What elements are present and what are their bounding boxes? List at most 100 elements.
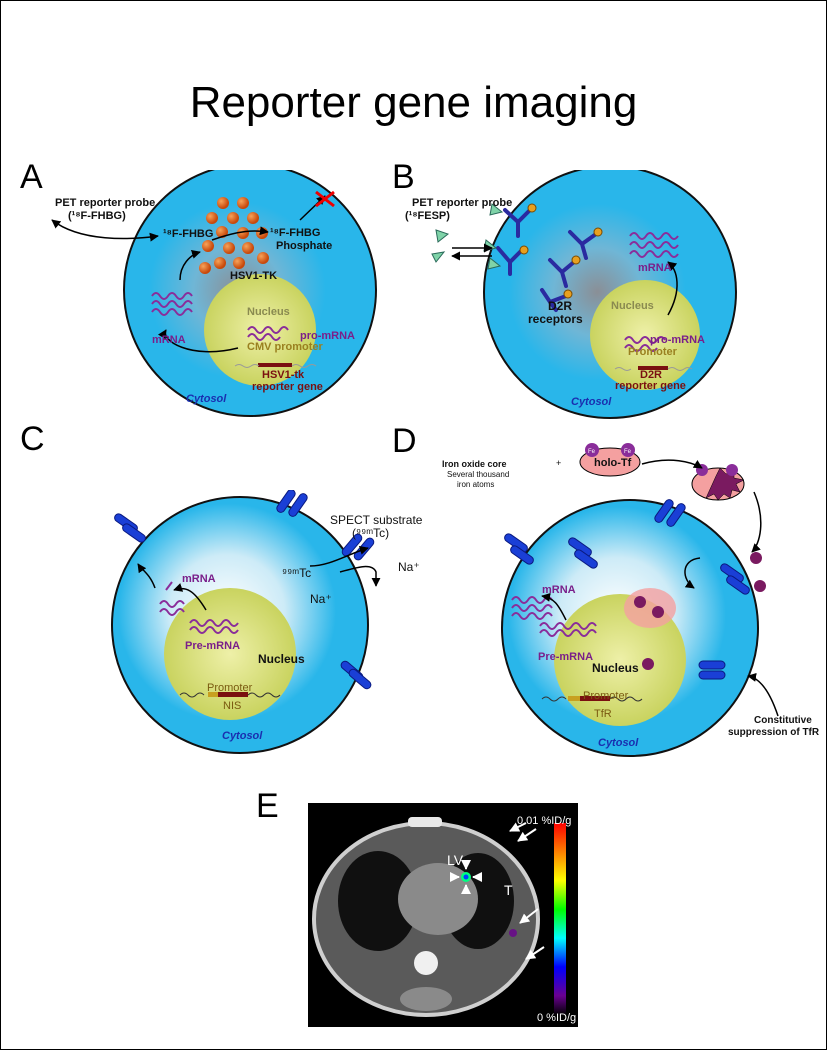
arrow-translation-b [667, 261, 678, 316]
substrate-label-c1: SPECT substrate [330, 513, 423, 527]
promoter-label-d: Promoter [583, 690, 629, 702]
ct-arrows [450, 822, 545, 960]
mrna-label-b: mRNA [638, 262, 672, 274]
promoter-label-b: Promoter [628, 346, 677, 358]
panel-b-letter: B [392, 158, 415, 196]
arrow-binding-d [751, 491, 762, 553]
pro-mrna-squiggle-b [624, 336, 666, 352]
promoter-label-a: CMV promoter [247, 341, 323, 353]
pre-mrna-squiggle-d [539, 622, 597, 637]
suppression-label-d2: suppression of TfR [728, 727, 820, 738]
endosome-d [624, 588, 676, 628]
suppression-label-d1: Constitutive [754, 715, 812, 726]
panel-b-diagram [431, 170, 737, 419]
pre-mrna-label-d: Pre-mRNA [538, 651, 594, 663]
core-label-d3: iron atoms [457, 480, 495, 489]
arrow-translation-d [541, 592, 567, 621]
lv-label: LV [447, 852, 464, 868]
tc-label-c: ⁹⁹ᵐTc [282, 566, 312, 580]
cytosol-label-b: Cytosol [571, 396, 612, 408]
gene-label-c: NIS [223, 700, 242, 712]
cytosol-label-d: Cytosol [598, 737, 639, 749]
d2r-receptors [496, 208, 598, 312]
figure-title: Reporter gene imaging [189, 78, 638, 127]
panel-d-letter: D [392, 422, 417, 460]
arrow-phosphorylation-a [211, 226, 269, 241]
cytosol-label-c: Cytosol [222, 730, 263, 742]
substrate-label-c2: (⁹⁹ᵐTc) [352, 526, 390, 540]
panel-a-letter: A [20, 158, 43, 196]
pro-mrna-label-a: pro-mRNA [300, 330, 355, 342]
core-label-d2: Several thousand [447, 470, 510, 479]
nucleus-label-c: Nucleus [258, 652, 305, 666]
probe-label-b2: (¹⁸FESP) [405, 210, 450, 222]
ct-spine [414, 951, 438, 975]
color-scale-bar [554, 823, 566, 1015]
na-out-label-c: Na⁺ [398, 560, 420, 574]
gene-bar-d [580, 696, 610, 701]
arrow-translation-a [179, 250, 201, 281]
cytosol-label-a: Cytosol [186, 393, 227, 405]
panel-e-letter: E [256, 787, 279, 825]
arrow-exit-a [299, 195, 326, 221]
pre-mrna-squiggle-c [189, 619, 239, 634]
mrna-label-c: mRNA [182, 573, 216, 585]
receptor-label-b2: receptors [528, 312, 583, 326]
panel-c-letter: C [20, 420, 45, 458]
fe-label-2: Fe [624, 449, 632, 455]
arrow-suppression-d [747, 672, 779, 717]
gene-label-d: TfR [594, 708, 612, 720]
mrna-squiggle-c [159, 581, 185, 616]
panel-a-diagram [51, 170, 377, 417]
pro-mrna-label-b: pro-mRNA [650, 334, 705, 346]
gene-label-b1: D2R [640, 369, 663, 381]
enzyme-label-a: HSV1-TK [230, 270, 278, 282]
gene-label-a1: HSV1-tk [262, 369, 305, 381]
arrow-transport-c [137, 563, 156, 589]
gene-label-b2: reporter gene [615, 380, 686, 392]
mrna-label-a: mRNA [152, 334, 186, 346]
fhbg-phosphate-label-a2: Phosphate [276, 240, 333, 252]
arrow-tc-uptake-c [309, 546, 369, 567]
probe-label-a1: PET reporter probe [55, 197, 156, 209]
arrow-translation-c [173, 583, 207, 611]
pre-mrna-label-c: Pre-mRNA [185, 640, 241, 652]
arrow-complex-d [641, 459, 703, 469]
promoter-label-c: Promoter [207, 682, 253, 694]
scale-max-label: 0.01 %ID/g [517, 815, 572, 827]
tfr-receptors [504, 499, 750, 680]
plus-label-d: + [556, 458, 562, 468]
probe-label-b1: PET reporter probe [412, 197, 513, 209]
probe-label-a2: (¹⁸F-FHBG) [68, 210, 126, 222]
panel-c-diagram [111, 490, 381, 754]
nucleus-label-a: Nucleus [247, 306, 290, 318]
gene-bar-b [638, 366, 668, 370]
mrna-label-d: mRNA [542, 584, 576, 596]
holo-tf-label-d: holo-Tf [594, 457, 632, 469]
gene-label-a2: reporter gene [252, 381, 323, 393]
panel-d-diagram: Fe Fe [501, 443, 779, 757]
blocked-cross-icon [315, 190, 335, 208]
nucleus-a [204, 274, 316, 386]
mrna-squiggle-a [151, 292, 193, 316]
scale-min-label: 0 %ID/g [537, 1012, 577, 1024]
gene-bar-a [258, 363, 292, 367]
pro-mrna-squiggle-a [247, 326, 289, 341]
nucleus-label-d: Nucleus [592, 661, 639, 675]
fe-label-1: Fe [588, 449, 596, 455]
arrow-na-c [339, 565, 381, 587]
ct-scan-image [308, 803, 578, 1027]
nucleus-label-b: Nucleus [611, 300, 654, 312]
ct-left-lung [338, 851, 418, 951]
na-in-label-c: Na⁺ [310, 592, 332, 606]
core-label-d1: Iron oxide core [442, 459, 507, 469]
hsv1-tk-molecules [199, 197, 269, 274]
receptor-label-b1: D2R [548, 299, 573, 313]
gene-bar-c [218, 692, 248, 697]
fhbg-label-a: ¹⁸F-FHBG [163, 228, 214, 240]
t-label: T [504, 882, 513, 898]
mrna-squiggle-b [629, 232, 679, 258]
probe-bound-dots [519, 203, 603, 299]
fhbg-phosphate-label-a1: ¹⁸F-FHBG [270, 227, 321, 239]
arrow-transcription-a [157, 329, 239, 353]
